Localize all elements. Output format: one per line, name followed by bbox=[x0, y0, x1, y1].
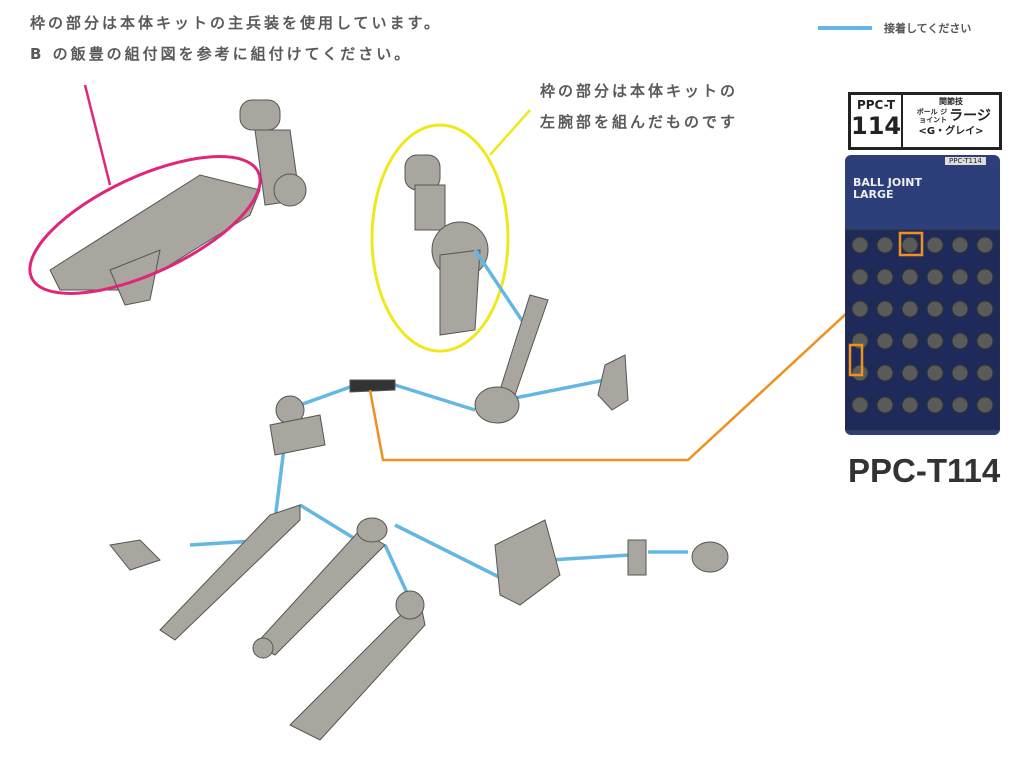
runner-ball bbox=[926, 236, 944, 254]
runner-ball bbox=[851, 268, 869, 286]
runner-ball bbox=[976, 236, 994, 254]
runner-ball bbox=[951, 236, 969, 254]
runner-ball bbox=[901, 268, 919, 286]
label-name: ボール ジョイントラージ bbox=[903, 107, 999, 125]
runner-ball bbox=[876, 236, 894, 254]
clamp-part bbox=[494, 519, 561, 606]
arm-leader-line bbox=[489, 109, 531, 156]
runner-ball bbox=[851, 396, 869, 414]
runner-ball bbox=[976, 364, 994, 382]
ball-joint-connector bbox=[349, 379, 396, 393]
note-line: 左腕部を組んだものです bbox=[540, 113, 739, 131]
slotted-plate-part bbox=[289, 599, 426, 741]
label-number: 114 bbox=[851, 112, 902, 140]
label-left: PPC-T 114 bbox=[851, 95, 903, 147]
product-code: PPC-T114 bbox=[848, 452, 1001, 489]
label-series: PPC-T bbox=[856, 98, 896, 112]
runner-ball bbox=[976, 268, 994, 286]
runner-ball bbox=[926, 332, 944, 350]
legend: 接着してください bbox=[818, 20, 971, 36]
runner-ball bbox=[976, 396, 994, 414]
main-weapon-note: 枠の部分は本体キットの主兵装を使用しています。 B の飯豊の組付図を参考に組付け… bbox=[30, 8, 442, 70]
left-arm-part bbox=[404, 154, 489, 336]
runner-ball bbox=[926, 364, 944, 382]
runner-ball bbox=[901, 332, 919, 350]
elbow-part bbox=[474, 386, 520, 424]
glue-line-swatch bbox=[818, 26, 872, 30]
package-title-line: LARGE bbox=[853, 188, 894, 201]
parts bbox=[109, 294, 729, 741]
runner-ball bbox=[976, 300, 994, 318]
runner-ball bbox=[926, 268, 944, 286]
label-name-large: ラージ bbox=[949, 108, 991, 124]
note-line: B の飯豊の組付図を参考に組付けてください。 bbox=[30, 45, 413, 63]
runner-ball bbox=[901, 396, 919, 414]
runner-ball bbox=[951, 268, 969, 286]
weapon-leader-line bbox=[83, 84, 112, 186]
note-line: 枠の部分は本体キットの主兵装を使用しています。 bbox=[30, 14, 443, 32]
label-name-small: ボール ジョイント bbox=[916, 108, 948, 124]
arm-plate-part bbox=[499, 294, 549, 396]
part-callout-line bbox=[368, 249, 916, 462]
runner-ball bbox=[876, 332, 894, 350]
product-package-image: PPC-T114 BALL JOINT LARGE bbox=[845, 155, 1000, 435]
runner-ball bbox=[851, 300, 869, 318]
runner-ball bbox=[951, 364, 969, 382]
runner-ball bbox=[951, 300, 969, 318]
product-label: PPC-T 114 関節技 ボール ジョイントラージ <G・グレイ> bbox=[848, 92, 1002, 150]
label-variant: <G・グレイ> bbox=[918, 126, 984, 137]
runner-ball bbox=[976, 332, 994, 350]
legend-label: 接着してください bbox=[884, 22, 972, 35]
runner-ball bbox=[926, 396, 944, 414]
label-category: 関節技 bbox=[939, 97, 963, 106]
runner-ball bbox=[851, 364, 869, 382]
note-line: 枠の部分は本体キットの bbox=[540, 82, 739, 100]
runner-ball bbox=[901, 236, 919, 254]
runner-ball bbox=[951, 332, 969, 350]
plate-joint bbox=[395, 590, 425, 620]
package-code: PPC-T114 bbox=[945, 157, 986, 165]
left-arm-note: 枠の部分は本体キットの 左腕部を組んだものです bbox=[540, 76, 738, 138]
runner-ball bbox=[851, 236, 869, 254]
arm-highlight-ellipse bbox=[370, 123, 510, 353]
runner-ball bbox=[926, 300, 944, 318]
barrel-tip bbox=[252, 637, 274, 659]
cap-part bbox=[691, 541, 729, 573]
hand-guard-part bbox=[597, 354, 629, 411]
handle-part bbox=[109, 539, 161, 571]
runner-ball bbox=[851, 332, 869, 350]
plate-small-part bbox=[627, 539, 647, 576]
package-title: BALL JOINT LARGE bbox=[853, 177, 922, 201]
runner-ball bbox=[876, 300, 894, 318]
shoulder-block-part bbox=[269, 414, 326, 456]
runner-ball bbox=[876, 364, 894, 382]
barrel-part bbox=[254, 529, 386, 656]
runner-ball bbox=[901, 300, 919, 318]
label-right: 関節技 ボール ジョイントラージ <G・グレイ> bbox=[903, 95, 999, 147]
main-weapon-part bbox=[49, 99, 307, 306]
runner-ball bbox=[876, 396, 894, 414]
runner-grid bbox=[845, 229, 1000, 431]
runner-ball bbox=[876, 268, 894, 286]
long-arm-part bbox=[159, 504, 301, 641]
package-title-line: BALL JOINT bbox=[853, 176, 922, 189]
weapon-highlight-ellipse bbox=[28, 155, 262, 295]
runner-ball bbox=[951, 396, 969, 414]
runner-ball bbox=[901, 364, 919, 382]
barrel-end bbox=[356, 517, 388, 543]
